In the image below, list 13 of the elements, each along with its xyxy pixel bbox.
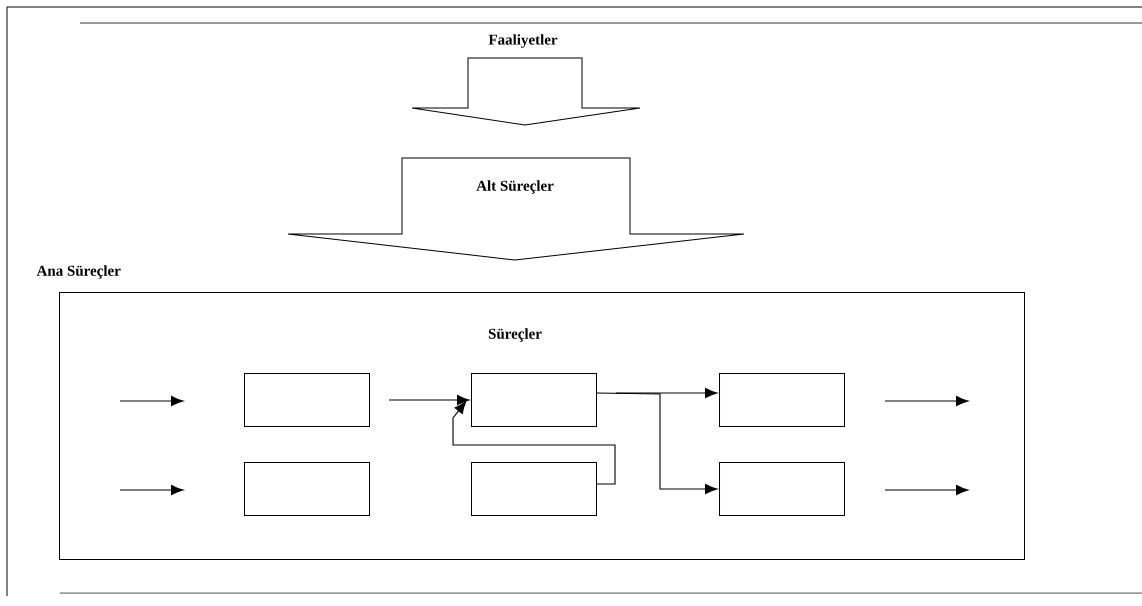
- process-box: [471, 373, 597, 427]
- process-box: [244, 462, 370, 516]
- arrow: [452, 401, 616, 485]
- arrow: [388, 394, 470, 406]
- arrow: [596, 392, 718, 495]
- group-box: Ana Süreçler Süreçler: [36, 265, 1025, 560]
- process-box: [471, 462, 597, 516]
- process-box: [719, 462, 845, 516]
- node-label: Faaliyetler: [488, 34, 558, 48]
- node-label: Ana Süreçler: [36, 265, 121, 279]
- arrow: [615, 387, 718, 399]
- process-box: [719, 373, 845, 427]
- process-box: [244, 373, 370, 427]
